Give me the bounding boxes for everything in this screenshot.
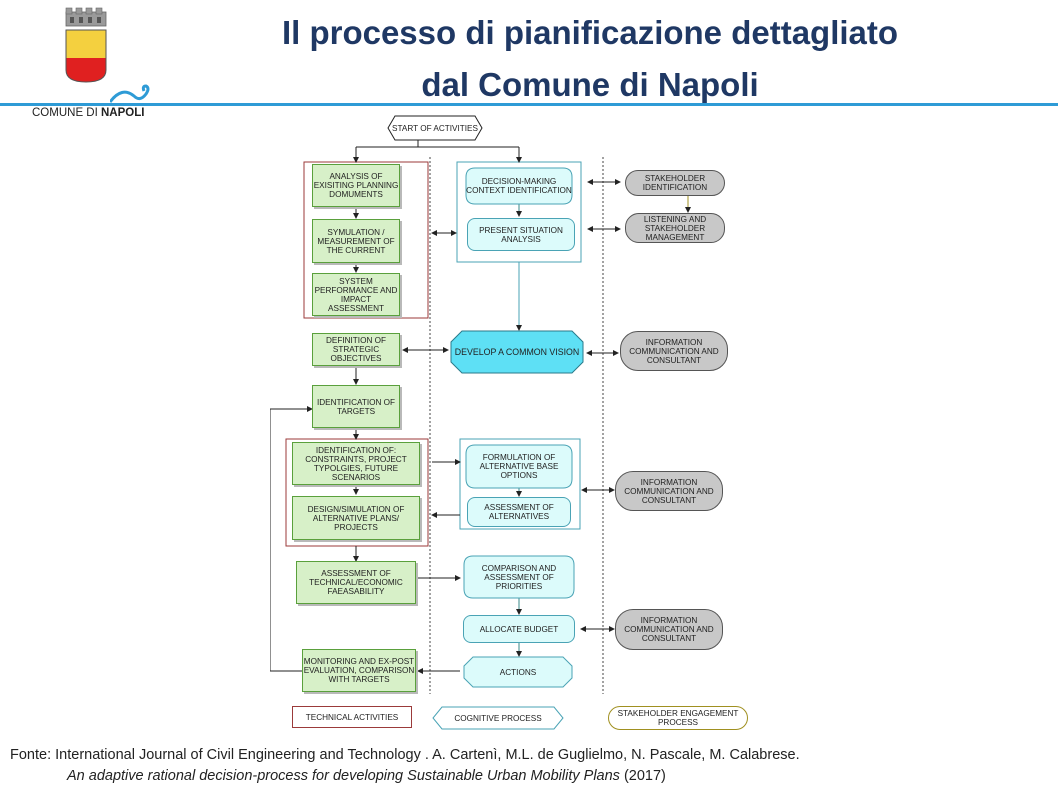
identification-constraints: IDENTIFICATION OF: CONSTRAINTS, PROJECT …	[292, 442, 420, 485]
comparison-assessment-priorities: COMPARISON AND ASSESSMENT OF PRIORITIES	[481, 563, 557, 591]
design-simulation-alternatives: DESIGN/SIMULATION OF ALTERNATIVE PLANS/ …	[292, 496, 420, 540]
source-citation: Fonte: International Journal of Civil En…	[10, 745, 800, 787]
assessment-of-alternatives: ASSESSMENT OF ALTERNATIVES	[467, 497, 571, 527]
information-communication-2: INFORMATION COMMUNICATION AND CONSULTANT	[615, 471, 723, 511]
develop-common-vision: DEVELOP A COMMON VISION	[454, 346, 580, 357]
listening-stakeholder-management: LISTENING AND STAKEHOLDER MANAGEMENT	[625, 213, 725, 243]
formulation-alternative-options: FORMULATION OF ALTERNATIVE BASE OPTIONS	[479, 453, 559, 480]
technical-economic-feasability: ASSESSMENT OF TECHNICAL/ECONOMIC FAEASAB…	[296, 561, 416, 604]
actions: ACTIONS	[499, 667, 537, 677]
symulation-measurement: SYMULATION / MEASUREMENT OF THE CURRENT	[312, 219, 400, 263]
analysis-existing-documents: ANALYSIS OF EXISITING PLANNING DOMUMENTS	[312, 164, 400, 207]
start-node	[387, 115, 483, 141]
legend-cognitive-process: COGNITIVE PROCESS	[454, 713, 542, 723]
page-title-line1: Il processo di pianificazione dettagliat…	[281, 14, 899, 51]
stakeholder-identification: STAKEHOLDER IDENTIFICATION	[625, 170, 725, 196]
common-vision-shape	[450, 330, 584, 374]
citation-line1: Fonte: International Journal of Civil En…	[10, 747, 800, 763]
legend-cognitive-shape	[432, 706, 564, 730]
information-communication-1: INFORMATION COMMUNICATION AND CONSULTANT	[620, 331, 728, 371]
information-communication-3: INFORMATION COMMUNICATION AND CONSULTANT	[615, 609, 723, 650]
citation-line2: An adaptive rational decision-process fo…	[67, 768, 666, 784]
system-performance-assessment: SYSTEM PERFORMANCE AND IMPACT ASSESSMENT	[312, 273, 400, 316]
decision-making-context: DECISION-MAKING CONTEXT IDENTIFICATION	[466, 177, 572, 195]
page-title-line2: dal Comune di Napoli	[421, 66, 759, 103]
logo-wave-icon	[110, 84, 150, 103]
comparison-shape	[463, 555, 575, 599]
formulation-shape	[465, 444, 573, 489]
process-diagram: START OF ACTIVITIES ANALYSIS OF EXISITIN…	[270, 112, 760, 732]
legend-stakeholder-engagement: STAKEHOLDER ENGAGEMENT PROCESS	[608, 706, 748, 730]
decision-context-shape	[465, 167, 573, 205]
identification-targets: IDENTIFICATION OF TARGETS	[312, 385, 400, 428]
logo-text: COMUNE DI NAPOLI	[32, 107, 145, 119]
header-divider	[0, 103, 1058, 106]
comune-logo	[60, 6, 112, 86]
actions-shape	[463, 656, 573, 688]
allocate-budget: ALLOCATE BUDGET	[463, 615, 575, 643]
monitoring-expost-evaluation: MONITORING AND EX-POST EVALUATION, COMPA…	[302, 649, 416, 692]
legend-technical-activities: TECHNICAL ACTIVITIES	[292, 706, 412, 728]
start-of-activities: START OF ACTIVITIES	[392, 123, 478, 133]
strategic-objectives: DEFINITION OF STRATEGIC OBJECTIVES	[312, 333, 400, 366]
napoli-crest-icon	[65, 7, 107, 83]
present-situation-analysis: PRESENT SITUATION ANALYSIS	[467, 218, 575, 251]
